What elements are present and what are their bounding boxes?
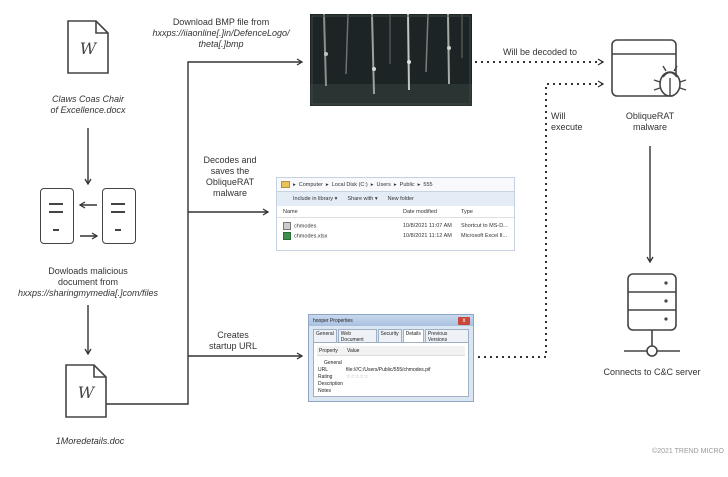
word-document-icon: [67, 20, 109, 74]
details-header: Property Value: [317, 346, 465, 356]
share-with-button[interactable]: Share with ▾: [347, 196, 378, 202]
column-date[interactable]: Date modified: [403, 208, 437, 215]
document-2: W: [64, 363, 108, 419]
excel-file-icon: [283, 232, 291, 240]
breadcrumb-2[interactable]: Users: [376, 181, 391, 188]
column-type[interactable]: Type: [461, 208, 473, 215]
rating-stars: ☆☆☆☆☆: [346, 373, 369, 380]
properties-dialog: hooper Properties x General Web Document…: [308, 314, 474, 402]
column-name[interactable]: Name: [283, 208, 298, 215]
tab-previous-versions[interactable]: Previous Versions: [424, 329, 469, 344]
tab-web-document[interactable]: Web Document: [337, 329, 377, 344]
malware-caption: ObliqueRAT malware: [625, 111, 675, 132]
explorer-address-bar[interactable]: ▸ Computer ▸ Local Disk (C:) ▸ Users ▸ P…: [277, 178, 514, 192]
bmp-image-art: [310, 14, 472, 106]
creates-label: Creates startup URL: [208, 330, 258, 351]
dotted-will-execute: [478, 80, 605, 358]
file-row[interactable]: chmodes.xlsx 10/8/2021 11:12 AM Microsof…: [277, 231, 514, 241]
shortcut-file-icon: [283, 222, 291, 230]
decodes-label: Decodes and saves the ObliqueRAT malware: [203, 155, 257, 198]
chevron-right-icon: ▸: [325, 181, 329, 188]
column-value[interactable]: Value: [347, 347, 360, 354]
details-row[interactable]: Rating☆☆☆☆☆: [318, 373, 369, 380]
chevron-right-icon: ▸: [393, 181, 397, 188]
breadcrumb-1[interactable]: Local Disk (C:): [331, 181, 368, 188]
document-1-letter: W: [79, 39, 97, 58]
document-2-letter: W: [77, 383, 95, 402]
cnc-caption: Connects to C&C server: [603, 367, 701, 377]
will-execute-label: Will execute: [551, 111, 583, 132]
explorer-file-list: Name Date modified Type chmodes 10/8/202…: [277, 206, 514, 250]
cnc-node: [620, 270, 684, 362]
copyright: ©2021 TREND MICRO: [652, 448, 724, 455]
file-date: 10/8/2021 11:07 AM: [403, 223, 452, 229]
column-property[interactable]: Property: [319, 347, 338, 354]
trunk-line: [106, 58, 304, 405]
close-button[interactable]: x: [458, 316, 470, 325]
file-row[interactable]: chmodes 10/8/2021 11:07 AM Shortcut to M…: [277, 221, 514, 231]
server-network-icon: [624, 273, 680, 357]
chevron-right-icon: ▸: [417, 181, 421, 188]
properties-title-bar: hooper Properties x: [309, 315, 473, 326]
document-1-caption: Claws Coas Chair of Excellence.docx: [50, 94, 126, 115]
servers-caption: Dowloads malicious document from hxxps:/…: [17, 266, 159, 298]
bmp-image: [310, 14, 472, 106]
file-date: 10/8/2021 11:12 AM: [403, 233, 452, 239]
file-name: chmodes.xlsx: [294, 233, 328, 240]
decoded-to-label: Will be decoded to: [502, 47, 578, 57]
details-row[interactable]: Notes: [318, 387, 332, 394]
tab-details[interactable]: Details: [402, 329, 424, 344]
word-document-icon: [65, 364, 107, 418]
properties-tabs: General Web Document Security Details Pr…: [309, 326, 473, 344]
folder-icon: [281, 181, 290, 188]
breadcrumb-0[interactable]: Computer: [298, 181, 323, 188]
chevron-right-icon: ▸: [370, 181, 374, 188]
explorer-window: ▸ Computer ▸ Local Disk (C:) ▸ Users ▸ P…: [276, 177, 515, 251]
new-folder-button[interactable]: New folder: [387, 196, 414, 202]
malware-node: [610, 38, 690, 102]
details-row[interactable]: Description: [318, 380, 344, 387]
file-type: Shortcut to MS-D...: [461, 223, 508, 229]
bug-window-icon: [611, 39, 687, 97]
breadcrumb-3[interactable]: Public: [399, 181, 415, 188]
file-type: Microsoft Excel Ⅱ...: [461, 233, 508, 239]
server-right: [102, 188, 136, 244]
tab-security[interactable]: Security: [377, 329, 402, 344]
tab-general[interactable]: General: [313, 329, 337, 344]
chevron-right-icon: ▸: [293, 181, 296, 188]
document-1: W: [66, 19, 110, 75]
explorer-toolbar: Include in library ▾ Share with ▾ New fo…: [277, 192, 514, 207]
details-group: General: [324, 359, 342, 366]
download-bmp-label: Download BMP file from hxxps://iiaonline…: [152, 17, 290, 49]
document-2-caption: 1Moredetails.doc: [55, 436, 125, 446]
bug-icon: [653, 65, 687, 97]
include-in-library-button[interactable]: Include in library ▾: [293, 196, 338, 202]
properties-title: hooper Properties: [313, 317, 353, 324]
file-list-header: Name Date modified Type: [277, 206, 514, 218]
server-left: [40, 188, 74, 244]
breadcrumb-4[interactable]: 555: [423, 181, 433, 188]
file-name: chmodes: [294, 223, 317, 230]
